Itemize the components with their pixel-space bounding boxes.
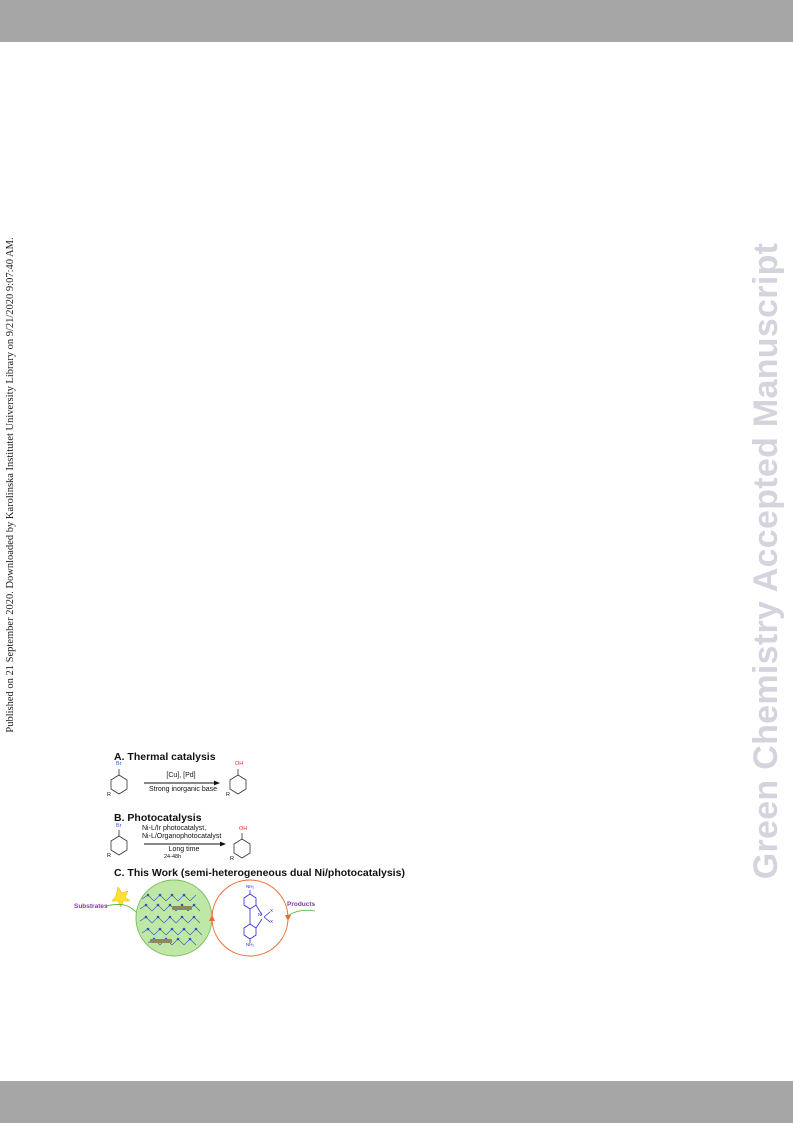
- bromine-label-b: Br: [116, 823, 122, 829]
- light-burst-icon: [111, 886, 131, 908]
- r-group-label-b-product: R: [230, 856, 234, 862]
- products-arrow: [287, 909, 316, 917]
- bottom-banner: [0, 1081, 793, 1123]
- bound-ni-sites: [150, 906, 192, 943]
- conditions-line1-b: Ni-L/Ir photocatalyst,: [142, 825, 207, 832]
- conditions-line2-b: Ni-L/Organophotocatalyst: [142, 833, 222, 840]
- pyridine-ring-bottom: [243, 923, 257, 940]
- conditions-line3-b: Long time: [168, 846, 200, 853]
- phenol-ring-a: [229, 774, 247, 795]
- substrates-label: Substrates: [74, 903, 108, 910]
- r-group-label-a: R: [107, 792, 111, 798]
- halide-x-bottom: X: [270, 919, 274, 924]
- r-group-label-a-product: R: [226, 792, 230, 798]
- section-a-scheme: [110, 769, 247, 795]
- top-banner: [0, 0, 793, 42]
- nickel-label: Ni: [258, 912, 263, 917]
- cycle-arrowhead-right: [285, 915, 291, 921]
- conditions-line4-b: 24-48h: [164, 854, 182, 860]
- section-b-title: B. Photocatalysis: [114, 812, 202, 824]
- r-group-label-b: R: [107, 853, 111, 859]
- ligand-amine-bottom: NH₂: [246, 942, 255, 947]
- substrates-arrow: [105, 904, 138, 914]
- pyridine-ring-top: [243, 893, 257, 910]
- cycle-arrowhead-left: [209, 915, 215, 921]
- bromine-label-a: Br: [116, 761, 122, 767]
- section-b-scheme: [110, 830, 251, 859]
- section-c-title: C. This Work (semi-heterogeneous dual Ni…: [114, 867, 405, 879]
- reaction-scheme-figure: A. Thermal catalysis Br R [Cu], [Pd] Str…: [74, 744, 405, 964]
- ni-bipyridine-complex: [243, 890, 271, 943]
- section-a-title: A. Thermal catalysis: [114, 751, 216, 763]
- accepted-manuscript-watermark: Green Chemistry Accepted Manuscript: [747, 242, 785, 880]
- conditions-above-a: [Cu], [Pd]: [166, 772, 196, 779]
- section-c-scheme: [105, 879, 316, 957]
- hydroxyl-label-a: OH: [235, 761, 244, 767]
- hydroxyl-label-b: OH: [239, 826, 248, 832]
- publication-margin-note: Published on 21 September 2020. Download…: [5, 237, 16, 733]
- ligand-amine-top: NH₂: [246, 884, 255, 889]
- aryl-bromide-ring-a: [110, 774, 128, 795]
- halide-x-top: X: [270, 908, 274, 913]
- aryl-bromide-ring-b: [110, 835, 128, 856]
- conditions-below-a: Strong inorganic base: [148, 786, 218, 793]
- products-label: Products: [287, 901, 316, 908]
- phenol-ring-b: [233, 838, 251, 859]
